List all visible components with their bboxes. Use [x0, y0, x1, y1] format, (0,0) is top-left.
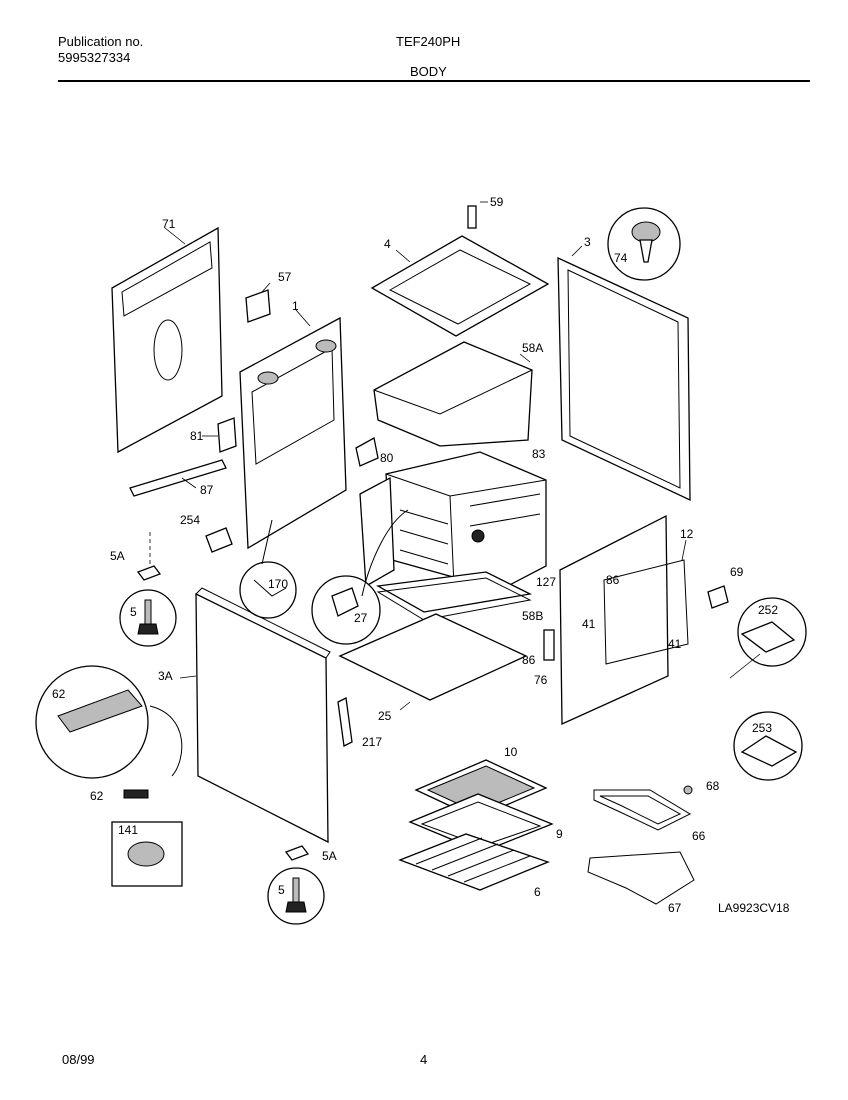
- publication-number: 5995327334: [58, 50, 131, 65]
- part-62-terminal-block-detail: [35, 665, 183, 779]
- callout-62: 62: [90, 789, 104, 803]
- callout-27: 27: [354, 611, 368, 625]
- part-5-leveler-detail-bottom: [267, 867, 325, 925]
- callout-141: 141: [118, 823, 138, 837]
- part-6-oven-rack: [398, 833, 550, 891]
- callout-5-top: 5: [130, 605, 137, 619]
- callout-41-right: 41: [668, 637, 682, 651]
- part-74-knob-detail: [607, 207, 681, 281]
- part-4-cooktop-tray: [370, 235, 550, 337]
- part-5-leveler-detail-top: [119, 589, 177, 647]
- callout-87: 87: [200, 483, 214, 497]
- part-71-rear-panel: [111, 226, 223, 454]
- part-5A-top-washer: [136, 532, 162, 581]
- callout-217: 217: [362, 735, 382, 749]
- callout-170: 170: [268, 577, 288, 591]
- callout-5-bottom: 5: [278, 883, 285, 897]
- header-rule: [58, 80, 810, 82]
- callout-10: 10: [504, 745, 518, 759]
- part-58A-insulation: [373, 341, 533, 447]
- callout-74: 74: [614, 251, 628, 265]
- part-58B-bottom-insulation: [375, 571, 533, 621]
- callout-62-circle: 62: [52, 687, 66, 701]
- callout-254: 254: [180, 513, 200, 527]
- callout-41-left: 41: [582, 617, 596, 631]
- part-69-plate: [707, 585, 729, 609]
- footer-page-number: 4: [420, 1052, 428, 1067]
- detail-arrow-oven: [361, 509, 409, 597]
- part-141-thermostat-detail: [111, 821, 183, 887]
- callout-76: 76: [534, 673, 548, 687]
- publication-label: Publication no.: [58, 34, 144, 49]
- drawing-code: LA9923CV18: [718, 901, 790, 915]
- callout-83: 83: [532, 447, 546, 461]
- callout-57: 57: [278, 270, 292, 284]
- callout-4: 4: [384, 237, 391, 251]
- callout-5A-top: 5A: [110, 549, 125, 563]
- callout-253: 253: [752, 721, 772, 735]
- callout-80: 80: [380, 451, 394, 465]
- model-number: TEF240PH: [396, 34, 461, 49]
- callout-71: 71: [162, 217, 176, 231]
- part-25-bottom-plate: [338, 613, 528, 711]
- part-right-side-panel: [559, 514, 689, 726]
- callout-58B: 58B: [522, 609, 543, 623]
- callout-58A: 58A: [522, 341, 543, 355]
- part-57-label-plate: [245, 282, 271, 323]
- callout-69: 69: [730, 565, 744, 579]
- part-253-detail: [733, 711, 803, 781]
- part-83-oven-liner: [385, 451, 547, 591]
- part-oven-front-frame: [359, 476, 395, 588]
- part-3-side-frame: [557, 245, 691, 502]
- part-59-pin: [467, 201, 488, 229]
- callout-81: 81: [190, 429, 204, 443]
- callout-3A: 3A: [158, 669, 173, 683]
- callout-67: 67: [668, 901, 682, 915]
- part-81-bracket: [202, 417, 237, 453]
- callout-6: 6: [534, 885, 541, 899]
- part-87-strip: [129, 459, 227, 497]
- callout-25: 25: [378, 709, 392, 723]
- section-title: BODY: [410, 64, 447, 79]
- part-252-detail: [729, 597, 807, 679]
- callout-9: 9: [556, 827, 563, 841]
- footer-date: 08/99: [62, 1052, 95, 1067]
- part-254-bracket: [205, 527, 233, 553]
- callout-68: 68: [706, 779, 720, 793]
- part-27-detail: [311, 575, 381, 645]
- part-67-bake-element: [587, 851, 695, 905]
- part-1-side-panel: [239, 309, 347, 550]
- callout-3: 3: [584, 235, 591, 249]
- part-62-terminal-block: [123, 789, 149, 799]
- part-5A-bottom-washer: [284, 845, 310, 861]
- callout-59: 59: [490, 195, 504, 209]
- callout-12: 12: [680, 527, 694, 541]
- part-80-clip: [355, 436, 379, 467]
- part-217-strip: [337, 697, 353, 747]
- callout-86-bottom: 86: [522, 653, 536, 667]
- callout-5A-bottom: 5A: [322, 849, 337, 863]
- callout-86-top: 86: [606, 573, 620, 587]
- callout-66: 66: [692, 829, 706, 843]
- part-3A-side-panel: [179, 587, 331, 844]
- part-86-clip: [543, 629, 555, 661]
- callout-1: 1: [292, 299, 299, 313]
- callout-252: 252: [758, 603, 778, 617]
- part-66-broil-element: [593, 785, 693, 831]
- part-170-detail: [239, 519, 297, 619]
- callout-127: 127: [536, 575, 556, 589]
